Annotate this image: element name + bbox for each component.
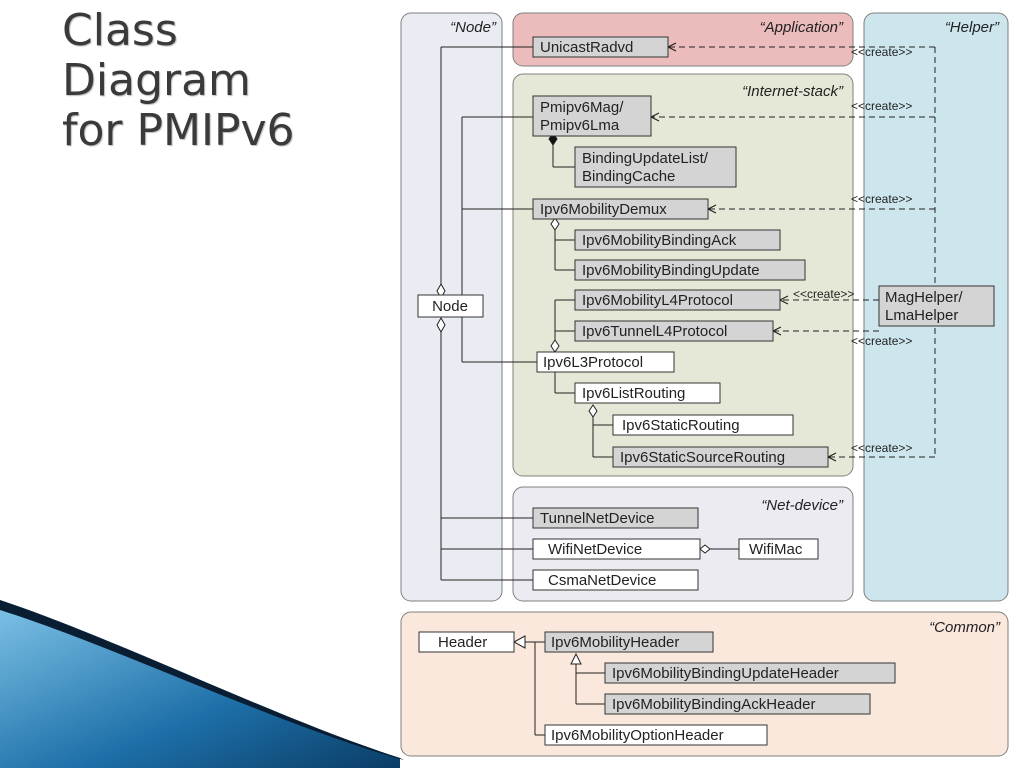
create-label: <<create>>: [851, 334, 912, 348]
create-label: <<create>>: [851, 441, 912, 455]
class-binding-update-list: BindingUpdateList/ BindingCache: [574, 146, 737, 188]
aggregation-diamond: [550, 217, 560, 231]
class-ipv6-mobility-option-header: Ipv6MobilityOptionHeader: [544, 724, 768, 746]
class-boxes: Node UnicastRadvd Pmipv6Mag/ Pmipv6Lma B…: [417, 36, 995, 746]
class-ipv6-mobility-l4-protocol: Ipv6MobilityL4Protocol: [574, 289, 781, 311]
class-ipv6-mobility-header: Ipv6MobilityHeader: [544, 631, 714, 653]
aggregation-diamond: [588, 404, 598, 418]
class-label: Header: [438, 634, 487, 651]
class-mag-helper: MagHelper/ LmaHelper: [878, 285, 995, 327]
class-label: Ipv6L3Protocol: [543, 354, 643, 371]
class-wifi-net-device: WifiNetDevice: [532, 538, 701, 560]
class-label: BindingCache: [582, 168, 675, 185]
class-label: Ipv6MobilityOptionHeader: [551, 727, 724, 744]
title-line-1: Class: [62, 5, 178, 56]
generalization-triangle: [512, 635, 526, 649]
class-ipv6-l3-protocol: Ipv6L3Protocol: [536, 351, 675, 373]
create-label: <<create>>: [851, 192, 912, 206]
class-label: Pmipv6Mag/: [540, 99, 624, 116]
class-ipv6-mobility-binding-update-header: Ipv6MobilityBindingUpdateHeader: [604, 662, 896, 684]
class-ipv6-mobility-demux: Ipv6MobilityDemux: [532, 198, 709, 220]
class-ipv6-list-routing: Ipv6ListRouting: [574, 382, 721, 404]
class-label: Ipv6MobilityBindingAck: [582, 232, 737, 249]
class-pmipv6-mag-lma: Pmipv6Mag/ Pmipv6Lma: [532, 95, 652, 137]
class-label: WifiNetDevice: [548, 541, 642, 558]
generalization-triangle: [570, 652, 582, 665]
common-stereotype: “Common”: [929, 619, 1001, 636]
internet-stack-stereotype: “Internet-stack”: [742, 83, 844, 100]
class-label: WifiMac: [749, 541, 803, 558]
class-label: Ipv6MobilityHeader: [551, 634, 679, 651]
class-label: LmaHelper: [885, 307, 958, 324]
class-label: Ipv6TunnelL4Protocol: [582, 323, 727, 340]
class-label: Ipv6ListRouting: [582, 385, 685, 402]
title-line-3: for PMIPv6: [62, 105, 295, 156]
class-ipv6-static-routing: Ipv6StaticRouting: [612, 414, 794, 436]
class-label: Ipv6MobilityL4Protocol: [582, 292, 733, 309]
class-node: Node: [417, 294, 484, 318]
class-label: BindingUpdateList/: [582, 150, 709, 167]
slide-title: Class Diagram for PMIPv6: [62, 6, 362, 156]
aggregation-diamond: [699, 544, 711, 554]
title-line-2: Diagram: [62, 55, 251, 106]
class-unicast-radvd: UnicastRadvd: [532, 36, 669, 58]
class-label: MagHelper/: [885, 289, 963, 306]
node-stereotype: “Node”: [450, 19, 497, 36]
class-label: Node: [432, 298, 468, 315]
helper-stereotype: “Helper”: [945, 19, 1000, 36]
class-label: TunnelNetDevice: [540, 510, 655, 527]
class-tunnel-net-device: TunnelNetDevice: [532, 507, 699, 529]
connectors: [440, 46, 739, 736]
class-ipv6-mobility-binding-update: Ipv6MobilityBindingUpdate: [574, 259, 806, 281]
class-label: UnicastRadvd: [540, 39, 633, 56]
class-label: Ipv6MobilityBindingAckHeader: [612, 696, 815, 713]
class-label: Ipv6MobilityDemux: [540, 201, 667, 218]
application-stereotype: “Application”: [760, 19, 844, 36]
class-wifi-mac: WifiMac: [738, 538, 819, 560]
class-label: Ipv6StaticRouting: [622, 417, 740, 434]
create-label: <<create>>: [851, 99, 912, 113]
class-label: Ipv6StaticSourceRouting: [620, 449, 785, 466]
class-label: Ipv6MobilityBindingUpdateHeader: [612, 665, 839, 682]
class-ipv6-static-source-routing: Ipv6StaticSourceRouting: [612, 446, 829, 468]
create-label: <<create>>: [851, 45, 912, 59]
class-label: Ipv6MobilityBindingUpdate: [582, 262, 760, 279]
class-label: CsmaNetDevice: [548, 572, 656, 589]
create-labels: <<create>> <<create>> <<create>> <<creat…: [793, 45, 912, 455]
class-label: Pmipv6Lma: [540, 117, 620, 134]
net-device-stereotype: “Net-device”: [761, 497, 844, 514]
class-csma-net-device: CsmaNetDevice: [532, 569, 699, 591]
create-label: <<create>>: [793, 287, 854, 301]
class-ipv6-mobility-binding-ack-header: Ipv6MobilityBindingAckHeader: [604, 693, 871, 715]
class-ipv6-tunnel-l4-protocol: Ipv6TunnelL4Protocol: [574, 320, 774, 342]
create-dependencies: [651, 47, 936, 457]
class-header: Header: [418, 631, 515, 653]
class-ipv6-mobility-binding-ack: Ipv6MobilityBindingAck: [574, 229, 781, 251]
aggregation-diamond: [436, 316, 446, 334]
decorative-swoosh: [0, 600, 404, 768]
